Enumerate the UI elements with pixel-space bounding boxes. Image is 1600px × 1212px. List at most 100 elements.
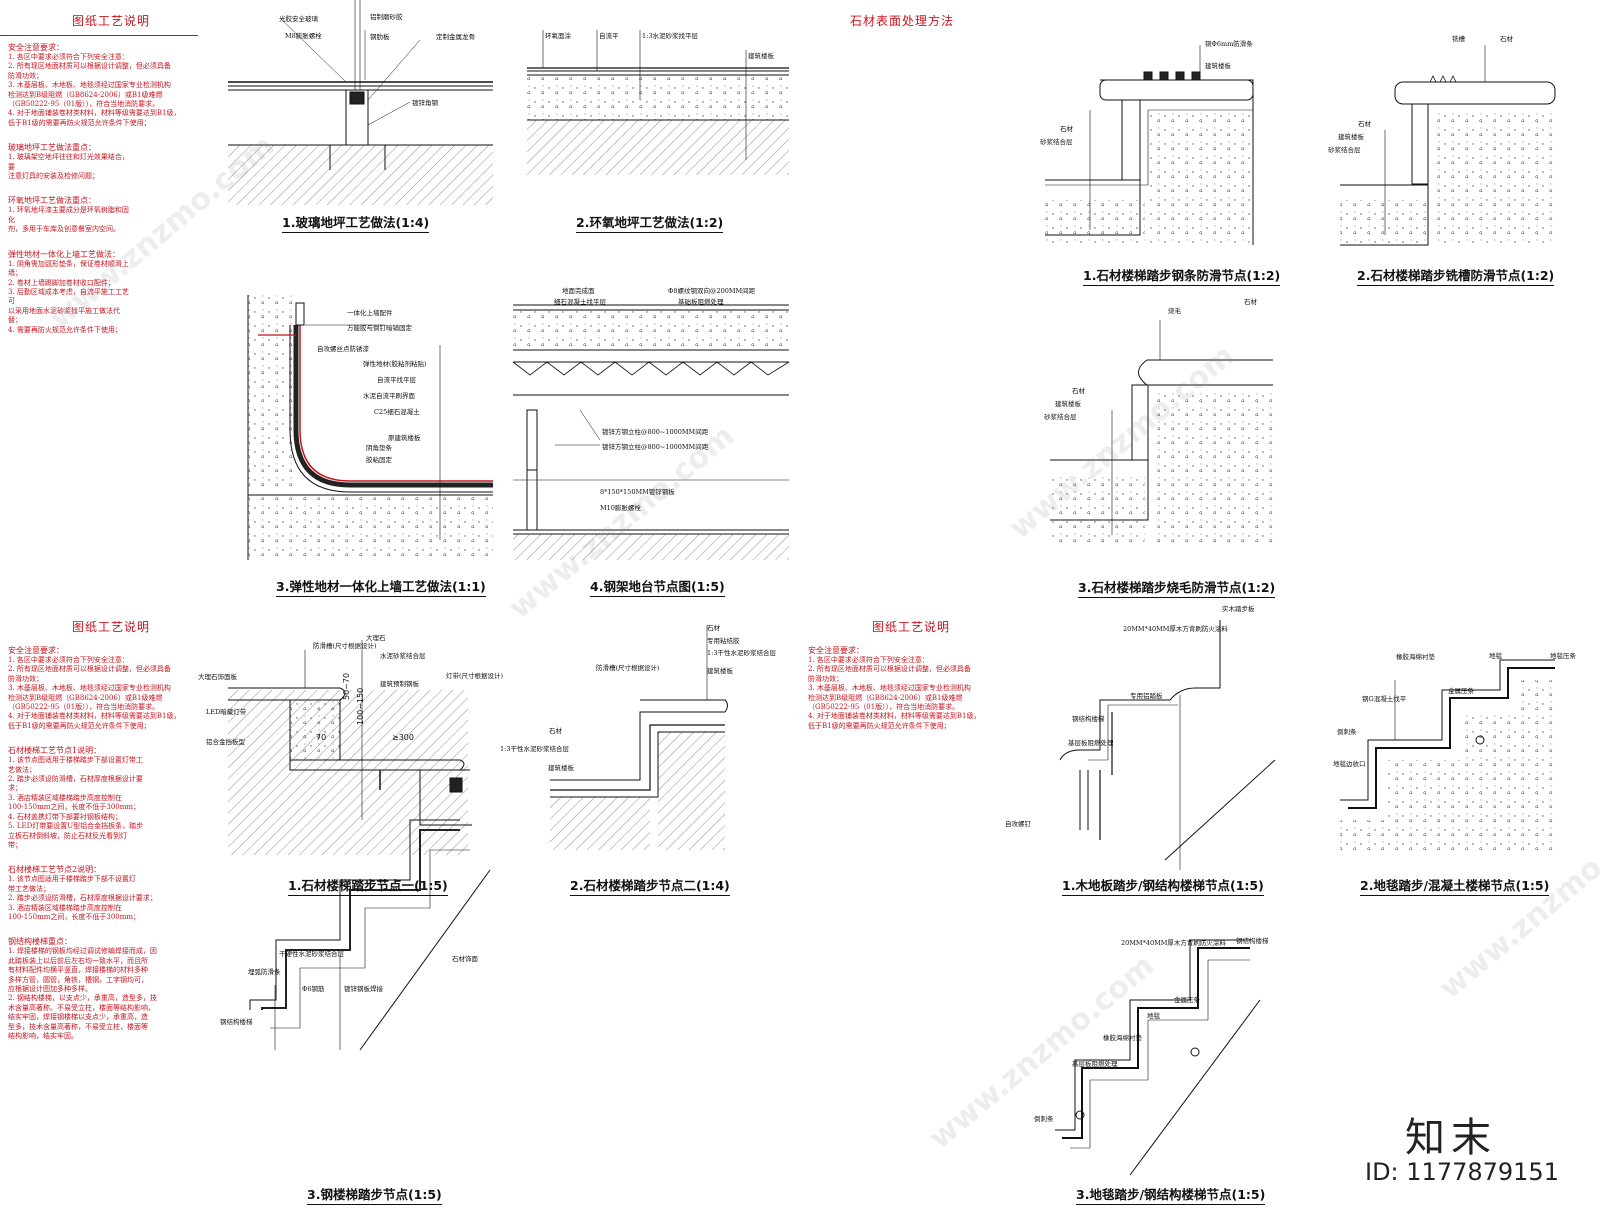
notes-right-group-0-line-4: 检测达到B级阻燃（GB8624-2006）或B1级难燃	[808, 693, 963, 702]
label-stone-step2-1: 石材	[707, 624, 720, 632]
label-epoxy-0: 环氧面涂	[545, 32, 571, 40]
label-wood-step-4: 基层板阻燃处理	[1068, 739, 1114, 747]
label-carpet-concrete-5: 倒刺条	[1337, 728, 1357, 736]
notes-top-group-1-line-1: 要	[8, 162, 15, 171]
notes-top-group-2-line-2: 剂，多用于车库及创意餐室内空间。	[8, 225, 120, 234]
label-stone-step2-7: 建筑楼板	[548, 764, 574, 772]
stone-flamed-drawing	[1050, 320, 1273, 544]
label-wood-step-2: 专用铝踏板	[1130, 692, 1163, 700]
label-stone-flamed-2: 石材	[1072, 387, 1085, 395]
label-carpet-concrete-3: 钢G混凝土找平	[1362, 695, 1407, 703]
notes-bottom-group-1-line-1: 艺做法；	[8, 765, 36, 774]
elastic-wall-drawing	[247, 295, 493, 560]
notes-bottom-group-0-line-5: （GB50222-95（01版）），符合当地消防要求。	[8, 703, 160, 712]
image-id: ID: 1177879151	[1365, 1158, 1559, 1186]
notes-bottom-group-2-head: 石材楼梯工艺节点2说明：	[8, 865, 102, 875]
notes-bottom-group-0-line-0: 1. 各区中要求必须符合下列安全注意：	[8, 656, 129, 664]
label-wood-step-0: 实木踏步板	[1222, 605, 1255, 613]
notes-bottom-title: 图纸工艺说明	[72, 620, 151, 634]
label-steelframe-4: 镀锌方钢立柱@800~1000MM间距	[602, 428, 709, 436]
label-steel-step-4: 镀锌钢板焊接	[344, 985, 383, 993]
label-carpet-steel-6: 倒刺条	[1034, 1115, 1054, 1123]
notes-bottom-group-0-line-4: 检测达到B级阻燃（GB8624-2006）或B1级难燃	[8, 693, 163, 702]
notes-top-group-3-line-6: 替；	[8, 316, 22, 325]
watermark-text-4: www.znzmo.com	[923, 948, 1161, 1156]
notes-top-group-3-line-3: 3. 后勤区域成本考虑，自流平施工工艺	[8, 287, 129, 296]
notes-right-group-0-line-7: 低于B1级的需要再防火规范允许条件下使用；	[808, 721, 951, 730]
label-stone-step1-0: 防滑槽(尺寸根据设计)	[313, 642, 377, 650]
label-steelframe-3: 基础板阻燃处理	[678, 298, 724, 306]
notes-right-body: 安全注意要求：1. 各区中要求必须符合下列安全注意：2. 所有现区地面材质可以根…	[808, 645, 1013, 731]
label-stone-step1-2: 水泥砂浆结合层	[380, 652, 426, 660]
notes-bottom-group-3-line-0: 1. 焊接楼梯的钢板均经过调试修编焊接而成，因	[8, 947, 157, 956]
label-elastic-5: 水泥自流平刷界面	[363, 392, 415, 400]
notes-bottom-group-1-line-4: 3. 酒店精装区域楼梯踏步高度控制在	[8, 793, 122, 802]
label-steelframe-0: 地面完成面	[562, 287, 595, 295]
label-stone-step2-0: 防滑槽(尺寸根据设计)	[596, 664, 660, 672]
notes-top-title: 图纸工艺说明	[72, 14, 151, 28]
label-stone-milled-1: 石材	[1500, 35, 1513, 43]
label-carpet-steel-0: 钢结构楼梯	[1236, 937, 1269, 945]
label-elastic-1: 万能胶与倒钉暗铺固定	[347, 324, 412, 332]
notes-top-group-3-line-5: 以采用地面水泥砂浆找平施工做法代	[8, 306, 120, 315]
notes-top-group-2-head: 环氧地坪工艺做法重点：	[8, 196, 96, 206]
label-stone-strip-3: 砂浆结合层	[1040, 138, 1073, 146]
label-carpet-concrete-1: 地毯压条	[1550, 652, 1576, 660]
caption-stone-step2: 2.石材楼梯踏步节点二(1:4)	[570, 875, 730, 896]
notes-bottom-body: 安全注意要求：1. 各区中要求必须符合下列安全注意：2. 所有现区地面材质可以根…	[8, 645, 218, 1041]
dimension-3: 70	[316, 733, 327, 742]
watermark-text-1: www.znzmo.com	[43, 128, 281, 336]
caption-stone-strip: 1.石材楼梯踏步钢条防滑节点(1:2)	[1083, 265, 1281, 286]
label-elastic-0: 一体化上墙配件	[347, 309, 393, 317]
label-steelframe-1: 细石混凝土找平层	[554, 298, 606, 306]
label-stone-step2-4: 建筑楼板	[707, 667, 733, 675]
caption-carpet-concrete: 2.地毯踏步/混凝土楼梯节点(1:5)	[1360, 875, 1550, 896]
notes-bottom-group-1-head: 石材楼梯工艺节点1说明：	[8, 746, 102, 756]
notes-top-group-0-head: 安全注意要求：	[8, 43, 64, 52]
carpet-concrete-drawing	[1340, 659, 1555, 850]
label-carpet-steel-2: 金属压条	[1174, 996, 1200, 1004]
notes-top-group-3-line-7: 4. 需要再防火规范允许条件下使用；	[8, 325, 122, 334]
label-steel-step-2: 埋弧防滑条	[248, 968, 281, 976]
label-stone-flamed-1: 石材	[1244, 298, 1257, 306]
notes-top-group-0-line-4: 检测达到B级阻燃（GB8624-2006）或B1级难燃	[8, 90, 163, 99]
label-epoxy-2: 1:3水泥砂浆找平层	[642, 32, 698, 40]
notes-bottom-group-1-line-6: 4. 石材盖携灯带下部要衬钢板结构；	[8, 812, 122, 821]
steel-step-drawing	[249, 819, 491, 1051]
notes-bottom-group-3-line-9: 结构影响，结实牢固。	[8, 1032, 78, 1040]
brand-logo: 知末	[1405, 1115, 1497, 1161]
caption-elastic: 3.弹性地材一体化上墙工艺做法(1:1)	[276, 576, 486, 597]
notes-right-title: 图纸工艺说明	[872, 620, 951, 634]
notes-top-group-0-line-3: 3. 木基层板、木地板、地毯须经过国家专业检测机构	[8, 81, 171, 90]
stone-surface-title: 石材表面处理方法	[850, 14, 955, 28]
notes-bottom-group-0-head: 安全注意要求：	[8, 646, 64, 655]
caption-glass: 1.玻璃地坪工艺做法(1:4)	[282, 212, 430, 233]
label-steelframe-7: M10膨胀螺栓	[600, 504, 641, 512]
label-elastic-4: 自流平找平层	[377, 376, 416, 384]
label-epoxy-3: 建筑楼板	[748, 52, 774, 60]
stone-strip-drawing	[1045, 45, 1254, 245]
label-epoxy-1: 自流平	[599, 32, 619, 40]
wood-step-drawing	[1059, 620, 1276, 870]
notes-bottom-group-2-line-2: 2. 踏步必须设防滑槽，石材厚度根据设计要求；	[8, 894, 157, 903]
caption-epoxy: 2.环氧地坪工艺做法(1:2)	[576, 212, 724, 233]
notes-top-group-0-line-0: 1. 各区中要求必须符合下列安全注意：	[8, 53, 129, 61]
notes-right-group-0-line-5: （GB50222-95（01版）），符合当地消防要求。	[808, 703, 960, 712]
label-stone-milled-3: 建筑楼板	[1338, 133, 1364, 141]
notes-top-group-0-line-6: 4. 对于地面铺装卷材类材料，材料等级需要达到B1级，	[8, 109, 181, 118]
caption-stone-flamed: 3.石材楼梯踏步烧毛防滑节点(1:2)	[1078, 577, 1276, 598]
label-glass-1: M8膨胀螺栓	[285, 32, 322, 40]
notes-top-group-0-line-2: 防滑功效；	[8, 71, 43, 80]
label-steel-step-0: 干硬性水泥砂浆结合层	[279, 950, 344, 958]
label-wood-step-3: 钢结构楼梯	[1072, 715, 1105, 723]
epoxy-floor-drawing	[527, 30, 789, 175]
notes-bottom-group-3-line-7: 结实牢固，焊接钢楼梯以支点少，承重高，造	[8, 1013, 148, 1022]
label-carpet-concrete-2: 橡胶海绵衬垫	[1396, 653, 1435, 661]
notes-right-group-0-head: 安全注意要求：	[808, 646, 864, 655]
notes-top-group-0-line-7: 低于B1级的需要再防火规范允许条件下使用；	[8, 118, 151, 127]
caption-carpet-steel: 3.地毯踏步/钢结构楼梯节点(1:5)	[1076, 1184, 1266, 1205]
notes-bottom-group-1-line-0: 1. 该节点图适用于楼梯踏步下部设置灯带工	[8, 756, 143, 765]
caption-stone-milled: 2.石材楼梯踏步铣槽防滑节点(1:2)	[1357, 265, 1555, 286]
label-elastic-9: 胶粘固定	[366, 456, 392, 464]
